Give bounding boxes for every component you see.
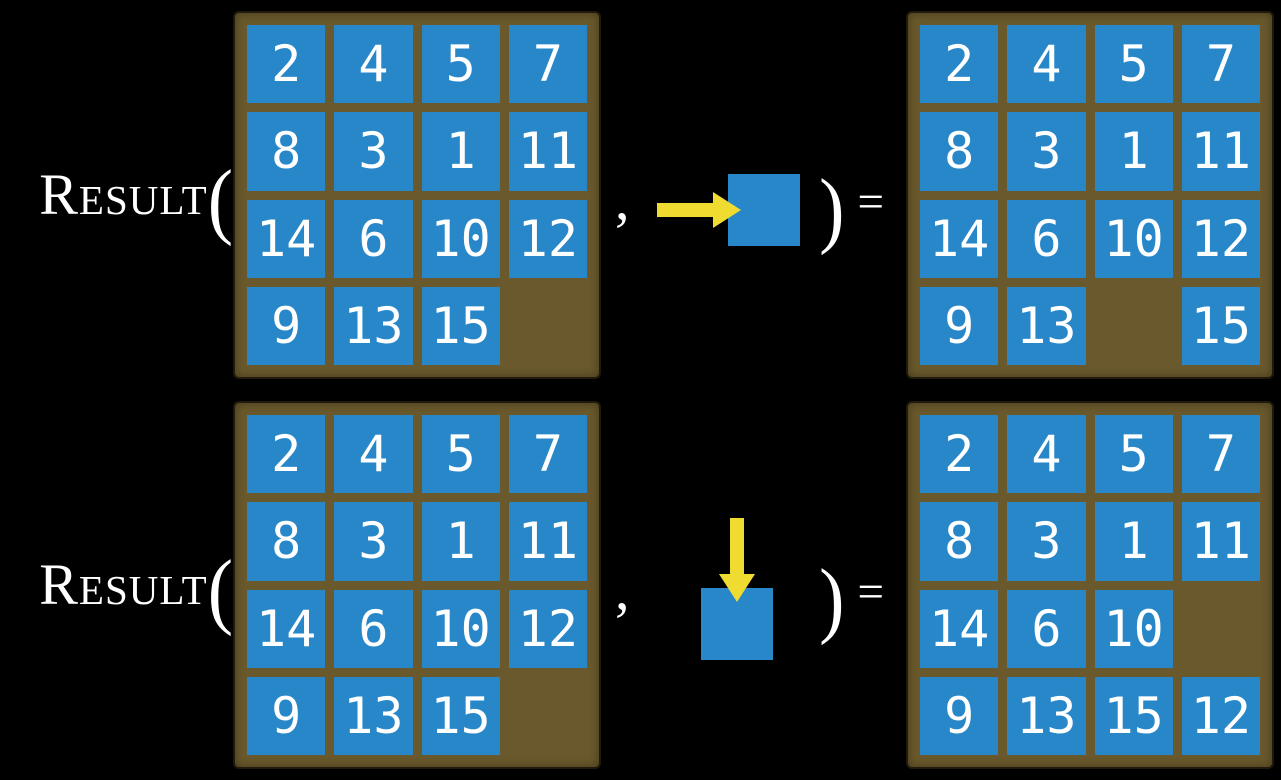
puzzle-tile-13: 13 [1007, 286, 1086, 365]
close-paren: ) [819, 161, 845, 257]
puzzle-tile-11: 11 [1181, 112, 1260, 191]
action-icon-slide-right [657, 174, 800, 246]
open-paren: ( [207, 152, 233, 248]
puzzle-tile-9: 9 [920, 676, 999, 755]
puzzle-tile-4: 4 [334, 415, 413, 494]
puzzle-tile-6: 6 [334, 199, 413, 278]
puzzle-tile-11: 11 [508, 112, 587, 191]
puzzle-tile-8: 8 [920, 502, 999, 581]
close-paren: ) [819, 551, 845, 647]
puzzle-tile-8: 8 [247, 502, 326, 581]
puzzle-tile-9: 9 [247, 286, 326, 365]
puzzle-tile-1: 1 [421, 502, 500, 581]
puzzle-tile-3: 3 [334, 112, 413, 191]
puzzle-tile-12: 12 [508, 199, 587, 278]
puzzle-tile-15: 15 [421, 286, 500, 365]
puzzle-tile-3: 3 [1007, 112, 1086, 191]
puzzle-tile-14: 14 [247, 589, 326, 668]
puzzle-tile-14: 14 [920, 199, 999, 278]
empty-cell [509, 677, 587, 755]
puzzle-tile-8: 8 [247, 112, 326, 191]
puzzle-tile-15: 15 [421, 676, 500, 755]
open-paren: ( [207, 542, 233, 638]
puzzle-tile-1: 1 [1094, 112, 1173, 191]
puzzle-tile-2: 2 [920, 415, 999, 494]
puzzle-tile-11: 11 [508, 502, 587, 581]
puzzle-tile-7: 7 [508, 25, 587, 104]
puzzle-tile-6: 6 [1007, 199, 1086, 278]
puzzle-tile-7: 7 [1181, 415, 1260, 494]
puzzle-tile-10: 10 [1094, 589, 1173, 668]
puzzle-tile-12: 12 [1181, 676, 1260, 755]
puzzle-tile-13: 13 [334, 286, 413, 365]
down-arrow-icon [719, 518, 755, 602]
comma-separator: , [615, 167, 630, 232]
function-call-open: Result( [0, 0, 233, 390]
action-icon-slide-down [701, 518, 773, 660]
puzzle-tile-13: 13 [1007, 676, 1086, 755]
puzzle-tile-15: 15 [1094, 676, 1173, 755]
equals-sign: = [857, 175, 884, 228]
action-argument-area: , ) = [601, 390, 906, 780]
empty-cell [1095, 287, 1173, 365]
puzzle-tile-14: 14 [920, 589, 999, 668]
puzzle-tile-9: 9 [247, 676, 326, 755]
close-paren-equals: ) = [819, 556, 884, 641]
puzzle-tile-2: 2 [247, 415, 326, 494]
right-arrow-icon [657, 192, 741, 228]
puzzle-tile-14: 14 [247, 199, 326, 278]
puzzle-tile-4: 4 [1007, 25, 1086, 104]
puzzle-tile-3: 3 [334, 502, 413, 581]
action-argument-area: , ) = [601, 0, 906, 390]
puzzle-tile-5: 5 [1094, 415, 1173, 494]
puzzle-tile-5: 5 [1094, 25, 1173, 104]
result-function-name: Result [39, 552, 208, 617]
empty-cell [509, 287, 587, 365]
puzzle-tile-7: 7 [508, 415, 587, 494]
empty-cell [1182, 590, 1260, 668]
function-call-open: Result( [0, 390, 233, 780]
puzzle-tile-15: 15 [1181, 286, 1260, 365]
puzzle-tile-3: 3 [1007, 502, 1086, 581]
comma-separator: , [615, 557, 630, 622]
result-function-name: Result [39, 162, 208, 227]
puzzle-tile-12: 12 [508, 589, 587, 668]
puzzle-tile-4: 4 [1007, 415, 1086, 494]
puzzle-tile-10: 10 [421, 589, 500, 668]
puzzle-tile-1: 1 [1094, 502, 1173, 581]
puzzle-tile-2: 2 [247, 25, 326, 104]
puzzle-tile-13: 13 [334, 676, 413, 755]
puzzle-tile-10: 10 [1094, 199, 1173, 278]
puzzle-tile-6: 6 [334, 589, 413, 668]
puzzle-tile-9: 9 [920, 286, 999, 365]
puzzle-tile-6: 6 [1007, 589, 1086, 668]
puzzle-tile-4: 4 [334, 25, 413, 104]
puzzle-tile-1: 1 [421, 112, 500, 191]
puzzle-tile-5: 5 [421, 415, 500, 494]
puzzle-tile-10: 10 [421, 199, 500, 278]
puzzle-tile-2: 2 [920, 25, 999, 104]
puzzle-tile-5: 5 [421, 25, 500, 104]
puzzle-tile-12: 12 [1181, 199, 1260, 278]
puzzle-tile-8: 8 [920, 112, 999, 191]
puzzle-tile-11: 11 [1181, 502, 1260, 581]
equals-sign: = [857, 565, 884, 618]
puzzle-tile-7: 7 [1181, 25, 1260, 104]
close-paren-equals: ) = [819, 166, 884, 251]
